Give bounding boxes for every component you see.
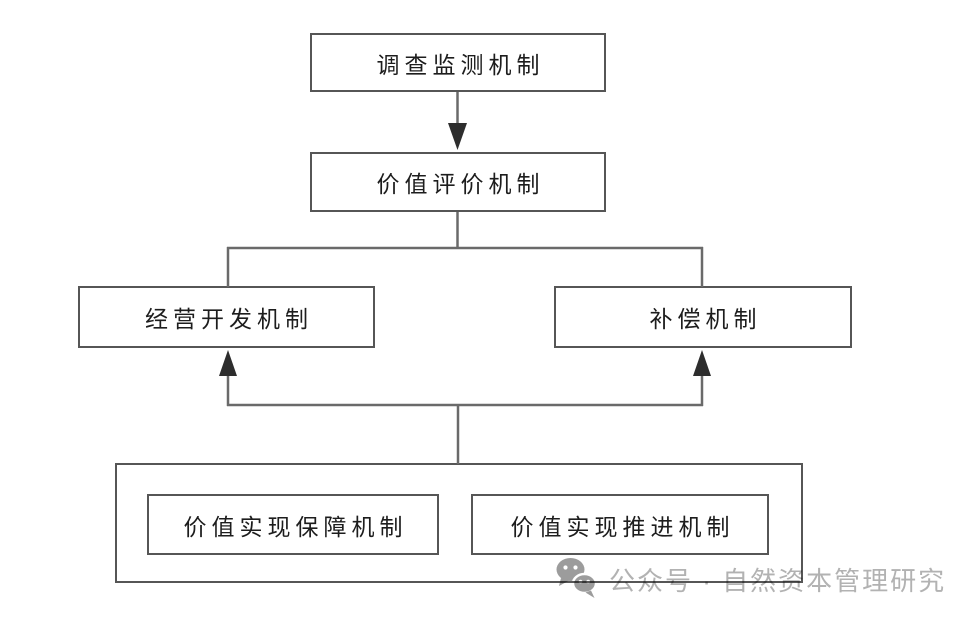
- node-guarantee-mechanism: 价值实现保障机制: [147, 494, 439, 555]
- node-compensation: 补偿机制: [554, 286, 852, 348]
- node-compensation-label: 补偿机制: [649, 306, 762, 332]
- node-operation-development-label: 经营开发机制: [145, 306, 313, 332]
- arrowhead-up-right-icon: [693, 350, 711, 376]
- node-value-evaluation-label: 价值评价机制: [376, 171, 545, 197]
- node-operation-development: 经营开发机制: [78, 286, 375, 348]
- node-promotion-mechanism: 价值实现推进机制: [471, 494, 769, 555]
- node-survey-monitoring: 调查监测机制: [310, 33, 606, 92]
- arrowhead-up-left-icon: [219, 350, 237, 376]
- node-guarantee-mechanism-label: 价值实现保障机制: [183, 513, 408, 540]
- node-survey-monitoring-label: 调查监测机制: [376, 51, 545, 78]
- arrowhead-down-icon: [448, 123, 467, 150]
- node-promotion-mechanism-label: 价值实现推进机制: [510, 513, 735, 540]
- node-value-evaluation: 价值评价机制: [310, 152, 606, 212]
